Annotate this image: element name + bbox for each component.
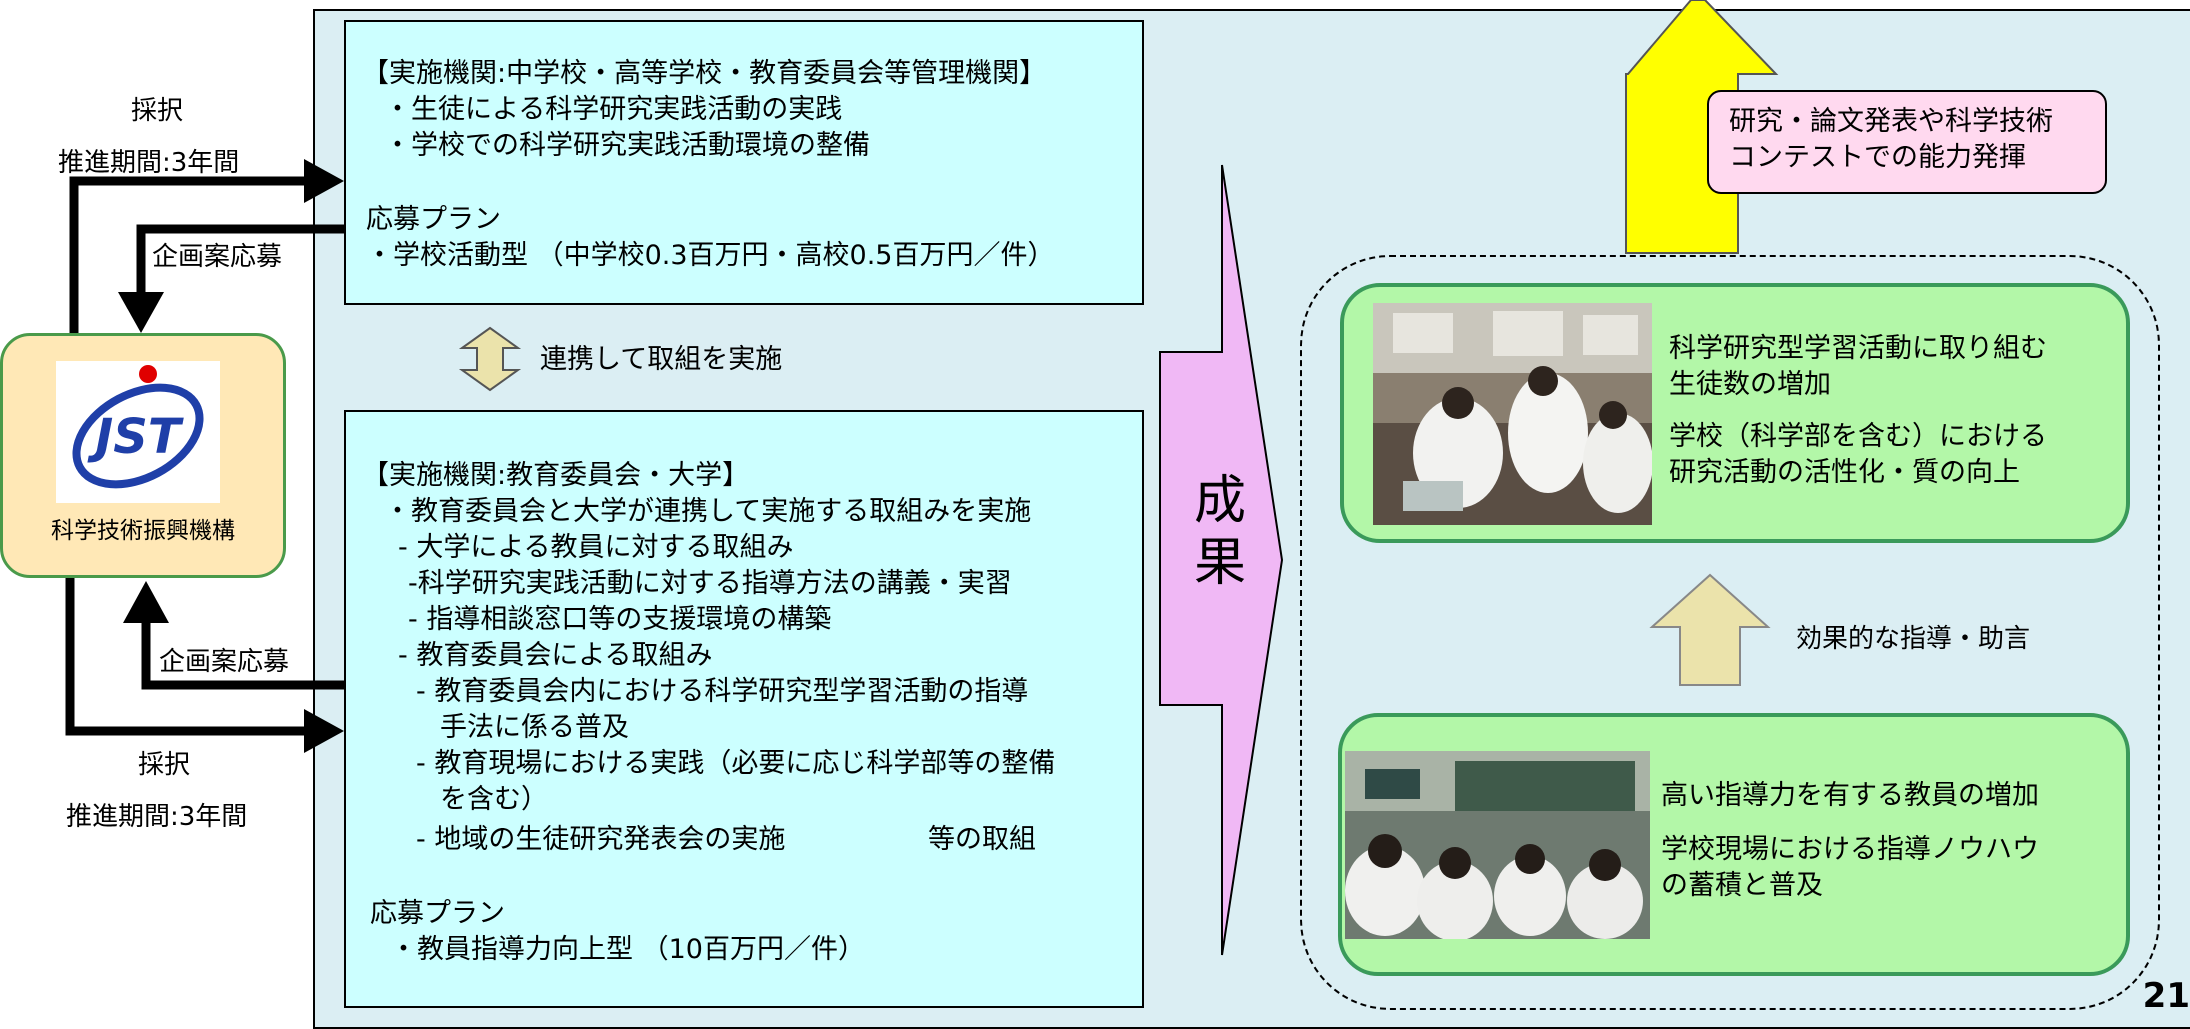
lower-box-line: 手法に係る普及	[440, 712, 629, 743]
lower-box-line: - 地域の生徒研究発表会の実施	[416, 824, 786, 855]
board-university-box	[344, 410, 1144, 1008]
upper-box-heading: 【実施機関:中学校・高等学校・教育委員会等管理機関】	[362, 58, 1047, 89]
lower-box-line: - 大学による教員に対する取組み	[398, 532, 794, 563]
upper-box-line: ・生徒による科学研究実践活動の実践	[384, 94, 843, 125]
guidance-label: 効果的な指導・助言	[1796, 624, 2031, 654]
green-top-line: 科学研究型学習活動に取り組む	[1669, 333, 2047, 364]
adopt-arrow-top	[69, 176, 318, 335]
lower-box-line: - 教育現場における実践（必要に応じ科学部等の整備	[416, 748, 1056, 779]
outcome-presentation-box	[1707, 90, 2107, 194]
lower-box-line: - 教育委員会による取組み	[398, 640, 713, 671]
apply-label-bottom: 企画案応募	[159, 647, 290, 677]
pink-box-line: 研究・論文発表や科学技術	[1729, 106, 2053, 137]
outcome-group-outline	[1300, 255, 2160, 1010]
result-label-char: 成	[1193, 471, 1246, 531]
adopt-arrow-bottom	[65, 578, 318, 736]
pink-box-line: コンテストでの能力発揮	[1729, 142, 2026, 173]
lower-box-line: - 指導相談窓口等の支援環境の構築	[408, 604, 832, 635]
lower-box-line: - 教育委員会内における科学研究型学習活動の指導	[416, 676, 1029, 707]
guidance-up-arrow	[1649, 573, 1771, 686]
lab-students-photo	[1373, 303, 1652, 525]
result-label-char: 果	[1193, 533, 1246, 593]
green-top-line: 研究活動の活性化・質の向上	[1669, 457, 2020, 488]
apply-arrow-top	[136, 224, 344, 298]
svg-text:JST: JST	[87, 409, 183, 465]
school-activity-box	[344, 20, 1144, 305]
result-label: 成 果	[1165, 470, 1275, 594]
lower-box-line: を含む）	[440, 784, 548, 815]
lower-box-plan: ・教員指導力向上型 （10百万円／件）	[390, 934, 865, 965]
adopt-arrow-top-head	[304, 159, 344, 203]
apply-arrow-bottom-head	[123, 581, 169, 623]
lower-box-line: ・教育委員会と大学が連携して実施する取組みを実施	[384, 496, 1032, 527]
apply-arrow-top-head	[118, 292, 164, 333]
green-top-line: 学校（科学部を含む）における	[1669, 421, 2047, 452]
classroom-photo	[1345, 751, 1650, 939]
adopt-label-top: 採択	[131, 96, 184, 126]
green-bottom-line: 高い指導力を有する教員の増加	[1661, 780, 2039, 811]
upper-box-plan-heading: 応募プラン	[366, 204, 501, 235]
period-label-top: 推進期間:3年間	[58, 148, 240, 178]
link-double-arrow	[458, 326, 522, 392]
lower-box-plan-heading: 応募プラン	[370, 898, 505, 929]
adopt-arrow-bottom-head	[304, 709, 344, 753]
apply-arrow-bottom	[141, 618, 344, 690]
jst-logo-icon: JST	[72, 365, 204, 489]
lower-box-heading: 【実施機関:教育委員会・大学】	[362, 460, 750, 491]
upper-box-plan: ・学校活動型 （中学校0.3百万円・高校0.5百万円／件）	[366, 240, 1055, 271]
period-label-bottom: 推進期間:3年間	[66, 802, 248, 832]
page-number: 21	[2142, 976, 2190, 1016]
upper-box-line: ・学校での科学研究実践活動環境の整備	[384, 130, 870, 161]
lower-box-line: -科学研究実践活動に対する指導方法の講義・実習	[408, 568, 1012, 599]
result-arrow	[1159, 164, 1284, 956]
apply-label-top: 企画案応募	[152, 242, 283, 272]
adopt-label-bottom: 採択	[138, 750, 191, 780]
lower-box-line: 等の取組	[928, 824, 1036, 855]
green-top-line: 生徒数の増加	[1669, 369, 1831, 400]
green-bottom-line: の蓄積と普及	[1661, 870, 1823, 901]
jst-logo: JST	[56, 361, 220, 503]
link-label: 連携して取組を実施	[540, 344, 783, 375]
green-bottom-line: 学校現場における指導ノウハウ	[1661, 834, 2039, 865]
jst-organization-name: 科学技術振興機構	[51, 518, 235, 544]
